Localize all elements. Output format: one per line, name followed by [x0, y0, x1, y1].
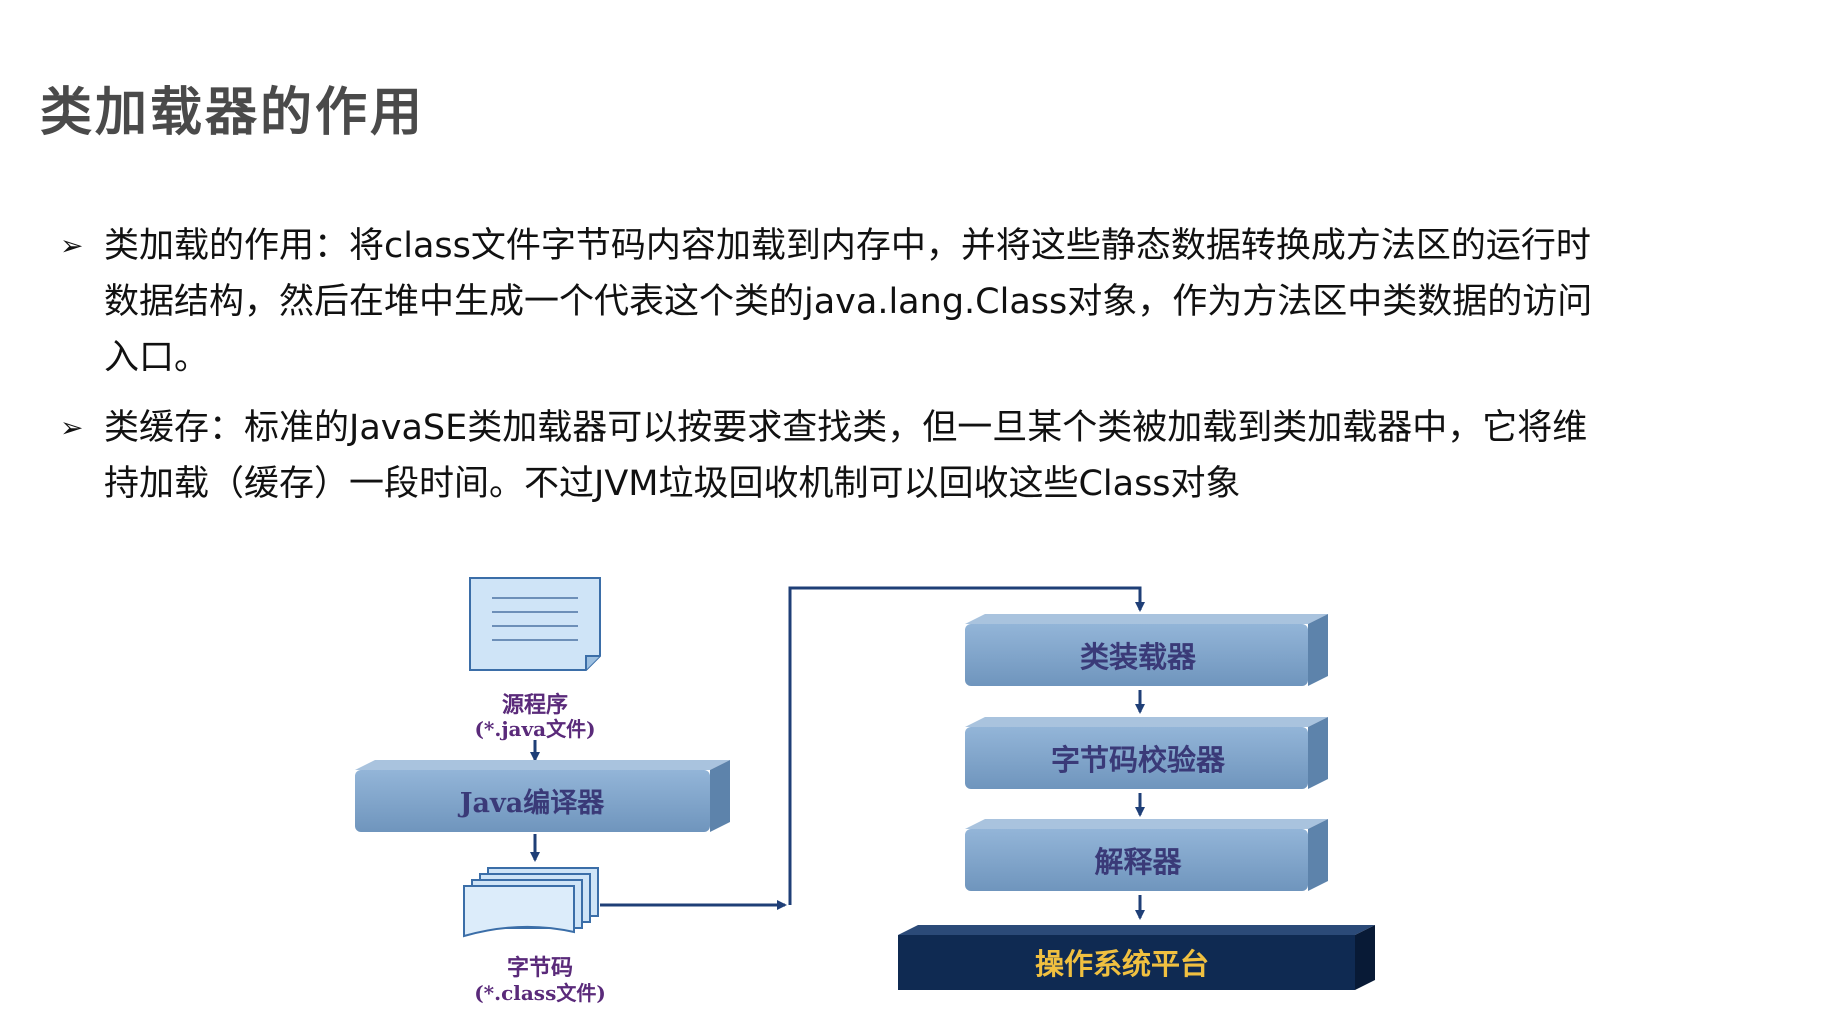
source-ext-label: (*.java文件) — [474, 717, 595, 741]
bytecode-ext-label: (*.class文件) — [474, 981, 606, 1005]
class-loader-box — [965, 614, 1328, 686]
os-platform-label: 操作系统平台 — [1035, 947, 1209, 981]
page-title: 类加载器的作用 — [40, 83, 426, 143]
bullet-text: 类加载的作用：将class文件字节码内容加载到内存中，并将这些静态数据转换成方法… — [104, 218, 1592, 386]
bullet-line: 类缓存：标准的JavaSE类加载器可以按要求查找类，但一旦某个类被加载到类加载器… — [104, 408, 1588, 448]
bullet-line: 持加载（缓存）一段时间。不过JVM垃圾回收机制可以回收这些Class对象 — [104, 464, 1241, 504]
bullet-item: ➢ 类加载的作用：将class文件字节码内容加载到内存中，并将这些静态数据转换成… — [60, 218, 1700, 386]
bytecode-files-icon — [463, 867, 599, 938]
bytecode-verifier-box — [965, 717, 1328, 789]
bullet-line: 入口。 — [104, 338, 210, 378]
bullet-text: 类缓存：标准的JavaSE类加载器可以按要求查找类，但一旦某个类被加载到类加载器… — [104, 400, 1587, 512]
bullet-list: ➢ 类加载的作用：将class文件字节码内容加载到内存中，并将这些静态数据转换成… — [60, 218, 1700, 526]
bullet-line: 类加载的作用：将class文件字节码内容加载到内存中，并将这些静态数据转换成方法… — [104, 226, 1591, 266]
source-file-icon — [469, 577, 601, 671]
class-loader-label: 类装载器 — [1080, 640, 1197, 674]
source-label: 源程序 — [502, 692, 568, 718]
interpreter-box — [965, 819, 1328, 891]
bullet-item: ➢ 类缓存：标准的JavaSE类加载器可以按要求查找类，但一旦某个类被加载到类加… — [60, 400, 1700, 512]
os-platform-box — [898, 925, 1375, 990]
bytecode-label: 字节码 — [507, 955, 573, 981]
bytecode-verifier-label: 字节码校验器 — [1051, 743, 1226, 777]
compiler-box — [355, 760, 730, 832]
arrow-bullet-icon: ➢ — [60, 229, 84, 262]
connector-line — [788, 586, 1145, 905]
compiler-label: Java编译器 — [458, 787, 605, 819]
interpreter-label: 解释器 — [1094, 845, 1182, 879]
arrow-bullet-icon: ➢ — [60, 411, 84, 444]
bullet-line: 数据结构，然后在堆中生成一个代表这个类的java.lang.Class对象，作为… — [104, 282, 1593, 322]
